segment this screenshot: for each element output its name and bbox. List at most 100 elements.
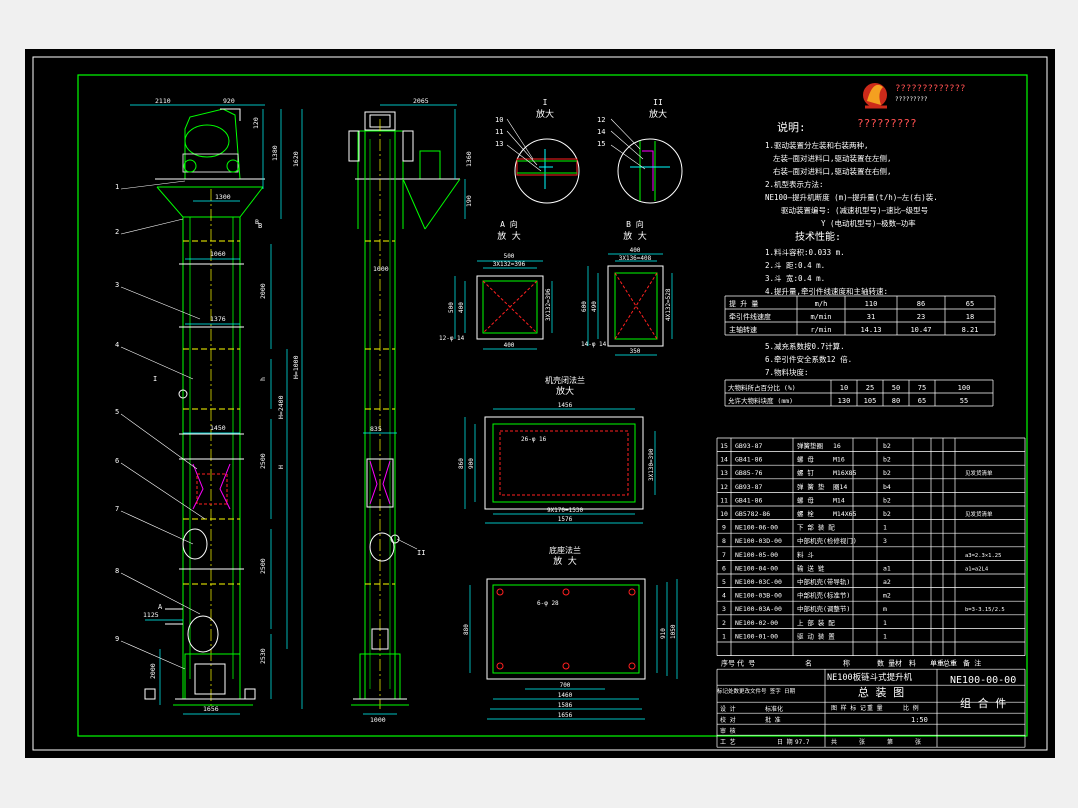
bom-cell: 圈14 xyxy=(833,483,847,491)
dimension-label: 1060 xyxy=(210,250,226,258)
assembly-label: 组 合 件 xyxy=(960,696,1006,710)
machine-title: NE100板链斗式提升机 xyxy=(827,672,913,683)
bom-cell: 料 斗 xyxy=(797,550,814,559)
dimension-label: H=1000 xyxy=(292,355,300,379)
bom-cell: a3=2.3×1.25 xyxy=(965,553,1001,559)
dimension-label: 1125 xyxy=(143,611,159,619)
bom-cell: NE100-03A-00 xyxy=(735,605,782,613)
detail-title: 底座法兰 xyxy=(549,545,581,555)
dimension-label: 490 xyxy=(591,301,598,312)
bom-cell: GB41-86 xyxy=(735,496,762,504)
left-elevation-view xyxy=(120,104,303,715)
sign-label: 批 准 xyxy=(765,716,781,724)
bom-header-cell: 数 量 xyxy=(877,659,895,668)
bom-cell: 6 xyxy=(722,564,726,572)
dimension-label: 1656 xyxy=(203,705,219,713)
hole-note: 12-φ 14 xyxy=(439,335,465,342)
bom-cell: GB93-87 xyxy=(735,442,762,450)
bom-cell: NE100-03B-00 xyxy=(735,592,782,600)
detail-title: II xyxy=(653,98,663,107)
part-callout: 2 xyxy=(115,228,119,236)
part-callout: 4 xyxy=(115,341,119,349)
bom-header-cell: 单重 xyxy=(930,659,944,668)
bom-cell: 中部机壳(标准节) xyxy=(797,591,850,600)
table-cell: 14.13 xyxy=(860,326,881,334)
part-callout: 1 xyxy=(115,183,119,191)
sheet-cell: 张 xyxy=(915,738,921,746)
table-cell: 8.21 xyxy=(962,326,979,334)
bom-cell: 1 xyxy=(883,524,887,532)
bom-cell: 2 xyxy=(722,619,726,627)
bom-cell: 13 xyxy=(720,469,728,477)
bom-cell: b2 xyxy=(883,442,891,450)
table-cell: 50 xyxy=(892,384,900,392)
table-cell: 105 xyxy=(864,397,877,405)
table-cell: 31 xyxy=(867,313,875,321)
bom-cell: 见发货清单 xyxy=(965,469,993,477)
bom-header-cell: 材 xyxy=(895,659,902,668)
table-cell: 55 xyxy=(960,397,968,405)
bom-cell: M16X85 xyxy=(833,469,857,477)
bom-cell: a2 xyxy=(883,578,891,586)
scale-value: 1:50 xyxy=(911,716,928,724)
bom-cell: 螺 母 xyxy=(797,495,814,504)
dimension-label: 120 xyxy=(252,117,260,129)
bom-cell: b2 xyxy=(883,496,891,504)
part-callout: 8 xyxy=(115,567,119,575)
table-cell: 65 xyxy=(966,300,974,308)
dimension-label: H=2400 xyxy=(277,395,285,419)
bom-cell: 3 xyxy=(883,537,887,545)
bom-cell: 5 xyxy=(722,578,726,586)
outer-frame xyxy=(32,56,1048,751)
bom-cell: 下 部 装 配 xyxy=(797,523,835,532)
table-cell: 18 xyxy=(966,313,974,321)
detail-title: B 向 xyxy=(626,219,644,229)
flange-A-view xyxy=(454,260,553,350)
table-cell: 23 xyxy=(917,313,925,321)
bom-cell: 15 xyxy=(720,442,728,450)
detail-subtitle: 放 大 xyxy=(553,555,576,567)
part-callout: 5 xyxy=(115,408,119,416)
bom-cell: 1 xyxy=(722,632,726,640)
bom-cell: m xyxy=(883,605,887,613)
bom-cell: 1 xyxy=(883,619,887,627)
bom-cell: NE100-03C-00 xyxy=(735,578,782,586)
sign-label: 审 核 xyxy=(720,727,736,735)
dimension-label: 1576 xyxy=(558,516,573,523)
dimension-label: 4X132=528 xyxy=(665,288,672,321)
note-line: 2.机型表示方法: xyxy=(765,179,824,189)
flange-B-view xyxy=(587,253,673,356)
drawing-number: NE100-00-00 xyxy=(950,675,1016,686)
table-cell: m/h xyxy=(815,300,828,308)
dimension-label: H xyxy=(277,465,285,469)
hole-note: 6-φ 28 xyxy=(537,600,559,607)
table-cell: 牵引件线速度 xyxy=(729,312,771,321)
dimension-label: 1360 xyxy=(465,151,473,167)
dimension-label: 1586 xyxy=(558,702,573,709)
dimension-label: 700 xyxy=(560,682,571,689)
dimension-label: 1376 xyxy=(210,315,226,323)
bom-cell: NE100-06-00 xyxy=(735,524,778,532)
bom-cell: GB5782-86 xyxy=(735,510,770,518)
bom-cell: NE100-02-00 xyxy=(735,619,778,627)
dimension-label: 9X170=1530 xyxy=(547,507,584,514)
brand-name: ????????????? xyxy=(895,84,965,94)
rooster-icon xyxy=(863,83,887,109)
dimension-label: 1456 xyxy=(558,402,573,409)
note-line: 驱动装置编号: (减速机型号)—速比—级型号 xyxy=(781,205,928,215)
detail-title: A 向 xyxy=(500,219,518,229)
detail-subtitle: 放 大 xyxy=(497,230,520,242)
bom-header-cell: 代 号 xyxy=(737,659,755,668)
bom-cell: 输 送 链 xyxy=(797,563,825,572)
sign-label: 工 艺 xyxy=(720,738,736,746)
bom-cell: NE100-01-00 xyxy=(735,632,778,640)
dimension-label: h xyxy=(259,377,267,381)
bom-cell: 11 xyxy=(720,496,728,504)
hole-note: 14-φ 14 xyxy=(581,341,607,348)
table-cell: 110 xyxy=(865,300,878,308)
title-header-cell: 比 例 xyxy=(903,704,919,712)
detail-subtitle: 放大 xyxy=(536,108,554,120)
dimension-label: B xyxy=(255,218,259,226)
